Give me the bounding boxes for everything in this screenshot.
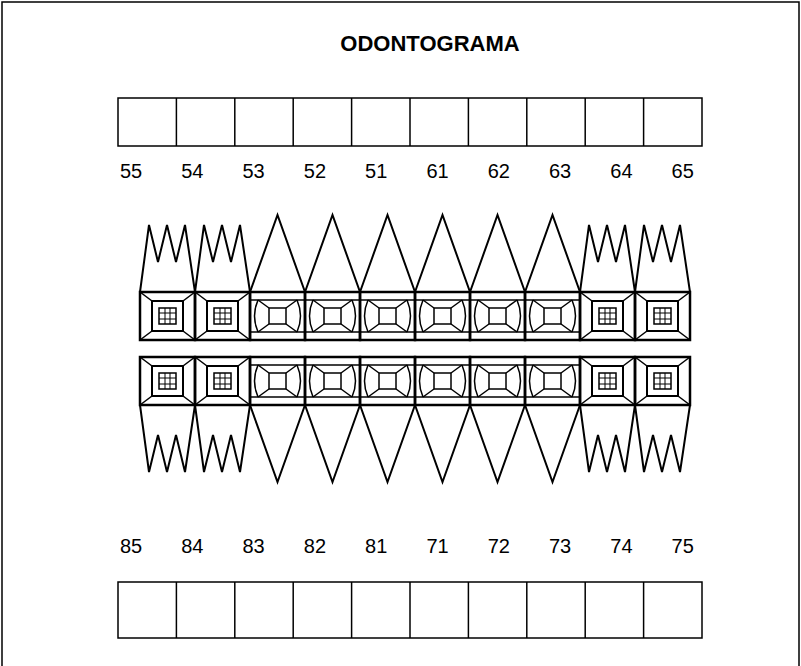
tooth-number: 64 <box>610 160 632 183</box>
tooth-number: 61 <box>426 160 448 183</box>
tooth-number: 75 <box>672 535 694 558</box>
tooth-number: 83 <box>242 535 264 558</box>
tooth-number: 55 <box>120 160 142 183</box>
tooth-number: 63 <box>549 160 571 183</box>
tooth-number: 52 <box>304 160 326 183</box>
tooth-number: 62 <box>488 160 510 183</box>
tooth-number: 81 <box>365 535 387 558</box>
tooth-number: 85 <box>120 535 142 558</box>
tooth-number: 65 <box>672 160 694 183</box>
odontogram-title: ODONTOGRAMA <box>340 31 519 57</box>
tooth-number: 54 <box>181 160 203 183</box>
tooth-number: 74 <box>610 535 632 558</box>
tooth-number: 84 <box>181 535 203 558</box>
tooth-number: 71 <box>426 535 448 558</box>
tooth-number: 82 <box>304 535 326 558</box>
tooth-number: 53 <box>242 160 264 183</box>
tooth-number: 51 <box>365 160 387 183</box>
tooth-number: 73 <box>549 535 571 558</box>
tooth-number: 72 <box>488 535 510 558</box>
